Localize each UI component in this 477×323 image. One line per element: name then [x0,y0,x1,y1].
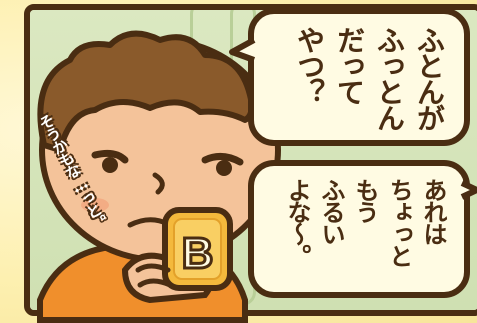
cheek [81,198,109,212]
right-eye [201,153,244,166]
bubble-top-line-3: だって [333,26,366,104]
bubble-bottom-line-1: あれは [419,178,447,244]
bubble-bottom-line-3: もう [351,178,379,222]
bubble-bottom-line-4: ふるい [317,178,345,244]
bubble-top-line-1: ふとんが [413,26,446,130]
speech-bubble-top: ふとんが ふっとん だって やつ？ [248,8,470,146]
card-inner [173,218,222,280]
speech-bubble-bottom: あれは ちょっと もう ふるい よな〜。 [248,160,470,298]
fingers [135,263,173,288]
bubble-top-line-2: ふっとん [373,26,406,130]
card-letter: B [182,229,214,278]
right-pupil [216,160,232,176]
bubble-bottom-line-2: ちょっと [385,178,413,266]
left-eye [91,149,129,164]
bubble-top-line-4: やつ？ [293,26,326,104]
bubble-bottom-line-5: よな〜。 [283,178,311,266]
nose [152,172,165,195]
left-pupil [102,157,118,173]
